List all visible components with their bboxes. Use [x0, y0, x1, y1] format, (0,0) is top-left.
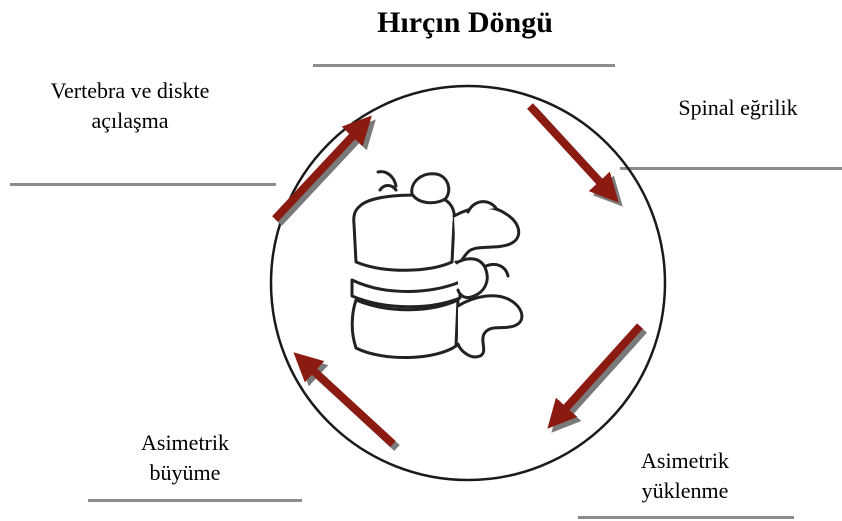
arrow-bottom-left — [304, 362, 397, 448]
arrow-top-right — [530, 106, 613, 196]
arrow-bottom-right — [557, 326, 644, 422]
arrow-top-left — [275, 126, 366, 223]
vertebra-icon — [352, 172, 522, 358]
